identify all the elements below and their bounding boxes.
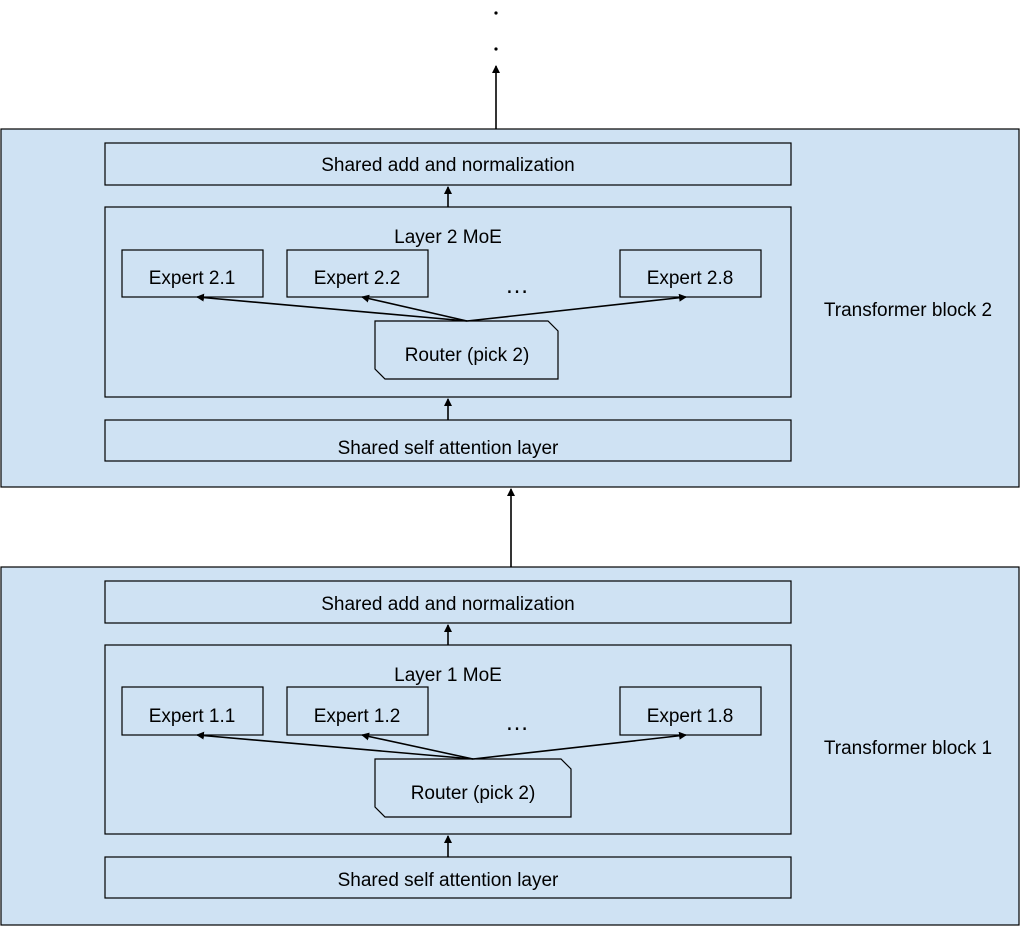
continuation-dots bbox=[494, 11, 498, 51]
block1-norm-label: Shared add and normalization bbox=[321, 594, 575, 615]
block2-expert-2-label: Expert 2.2 bbox=[314, 268, 401, 289]
block1-expert-2-label: Expert 1.2 bbox=[314, 706, 401, 727]
block1-experts-ellipsis: … bbox=[505, 709, 529, 736]
block1-expert-8 bbox=[619, 686, 762, 736]
transformer-block-1: Shared add and normalization Layer 1 MoE… bbox=[0, 566, 1020, 926]
block1-expert-1-label: Expert 1.1 bbox=[149, 706, 236, 727]
block1-router bbox=[374, 758, 572, 818]
block1-expert-8-label: Expert 1.8 bbox=[647, 706, 734, 727]
block2-side-label: Transformer block 2 bbox=[824, 300, 992, 321]
block1-expert-1 bbox=[121, 686, 264, 736]
block2-norm-label: Shared add and normalization bbox=[321, 155, 575, 176]
block2-router bbox=[374, 320, 559, 380]
block1-expert-2 bbox=[286, 686, 429, 736]
block2-expert-8-label: Expert 2.8 bbox=[647, 268, 734, 289]
block2-expert-1 bbox=[121, 249, 264, 298]
block2-moe-label: Layer 2 MoE bbox=[394, 227, 502, 248]
block1-attention-layer bbox=[104, 856, 792, 899]
block1-attention-label: Shared self attention layer bbox=[338, 870, 559, 891]
block2-attention-label: Shared self attention layer bbox=[338, 438, 559, 459]
continuation-dot-2 bbox=[494, 47, 498, 51]
transformer-block-2: Shared add and normalization Layer 2 MoE… bbox=[0, 128, 1020, 488]
block2-experts-ellipsis: … bbox=[505, 272, 529, 299]
edge-block1-router-to-expert-8 bbox=[472, 731, 687, 760]
edge-block2-router-to-expert-8 bbox=[466, 293, 687, 322]
block1-moe-label: Layer 1 MoE bbox=[394, 665, 502, 686]
block2-norm-layer bbox=[104, 142, 792, 186]
block2-expert-1-label: Expert 2.1 bbox=[149, 268, 236, 289]
edge-block2-router-to-expert-1 bbox=[196, 293, 468, 322]
block1-norm-layer bbox=[104, 580, 792, 624]
block2-expert-2 bbox=[286, 249, 429, 298]
block1-side-label: Transformer block 1 bbox=[824, 738, 992, 759]
block2-expert-8 bbox=[619, 249, 762, 298]
edge-block1-router-to-expert-1 bbox=[196, 731, 474, 760]
edge-block1-router-to-expert-2 bbox=[361, 732, 474, 760]
block2-router-label: Router (pick 2) bbox=[405, 345, 530, 366]
block1-router-label: Router (pick 2) bbox=[411, 783, 536, 804]
continuation-dot-1 bbox=[494, 11, 498, 15]
edge-block2-router-to-expert-2 bbox=[361, 294, 468, 322]
